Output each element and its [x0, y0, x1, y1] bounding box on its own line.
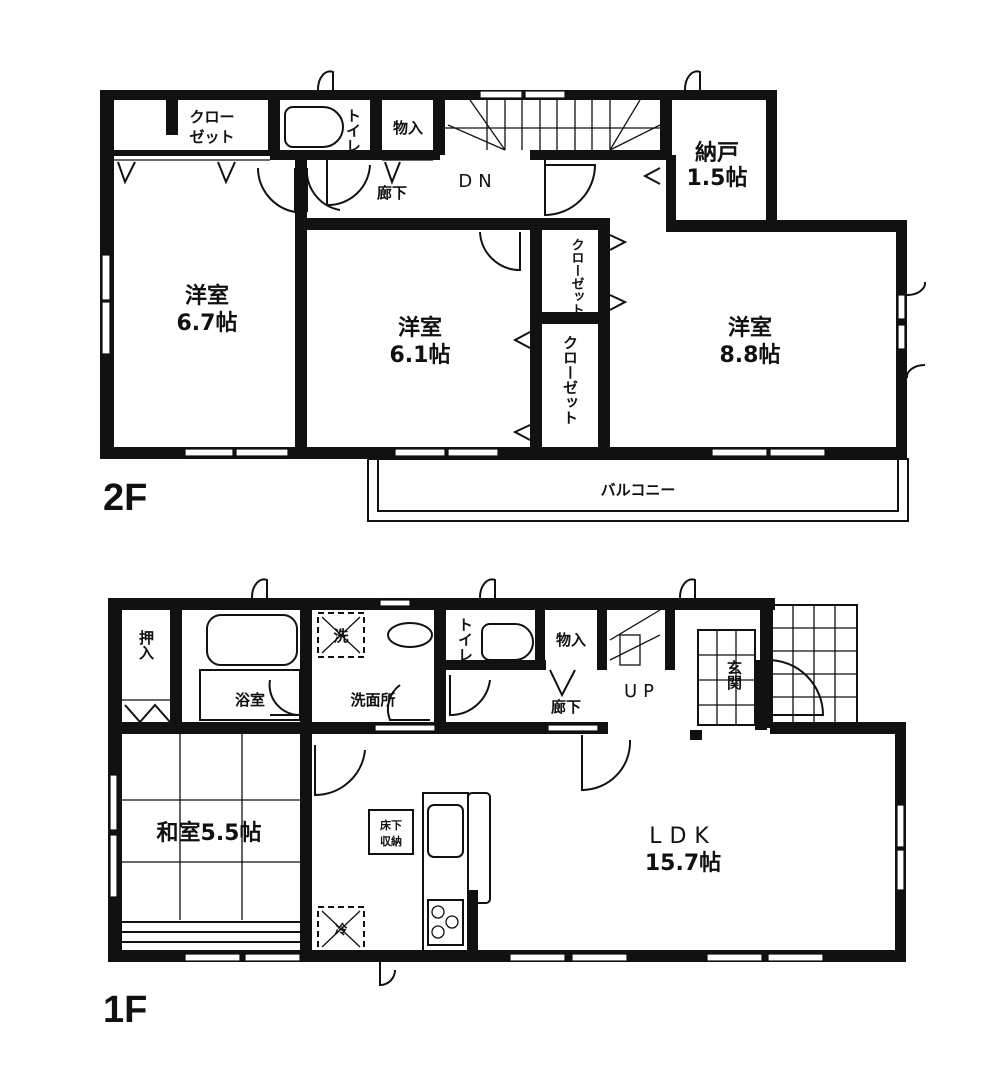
- ldk-size: 15.7帖: [645, 851, 721, 876]
- storage-room-size: 1.5帖: [687, 166, 748, 191]
- second-floor-plan: [100, 70, 927, 522]
- floor-label-2f: 2F: [103, 477, 147, 519]
- closet-long-label: クローゼット: [561, 335, 579, 425]
- japanese-room-label: 和室5.5帖: [157, 820, 262, 846]
- japanese-room-size: 5.5帖: [201, 821, 262, 846]
- western-room-c-name: 洋室: [728, 315, 772, 341]
- western-room-a-name: 洋室: [185, 283, 229, 309]
- storage-2f-label: 物入: [393, 119, 423, 137]
- toilet-1f-label: トイレ: [456, 617, 474, 662]
- closet-small-label: クローゼット: [569, 238, 585, 316]
- ldk-name: LDK: [649, 824, 717, 849]
- storage-room-name: 納戸: [695, 140, 739, 166]
- closet-2f-top-label-2: ゼット: [189, 128, 234, 146]
- entrance-label: 玄関: [725, 659, 743, 691]
- hallway-2f-label: 廊下: [377, 184, 407, 202]
- balcony-label: バルコニー: [601, 481, 676, 499]
- washroom-label: 洗面所: [350, 691, 395, 709]
- western-room-a-size: 6.7帖: [177, 311, 238, 336]
- stairs-down-label: DN: [458, 171, 497, 192]
- hallway-1f-label: 廊下: [551, 698, 581, 716]
- underfloor-storage-label-2: 収納: [380, 834, 402, 848]
- bathroom-label: 浴室: [235, 691, 265, 709]
- entrance-tile-grid: [697, 604, 858, 726]
- japanese-room-name: 和室: [157, 820, 201, 846]
- staircase-2f: [445, 99, 661, 151]
- western-room-c-size: 8.8帖: [720, 343, 781, 368]
- floor-label-1f: 1F: [103, 989, 147, 1031]
- oshiire-label: 押入: [137, 629, 155, 660]
- stairs-up-label: UP: [624, 681, 660, 702]
- toilet-2f-label: トイレ: [344, 108, 362, 153]
- first-floor-plan: [108, 578, 906, 987]
- closet-2f-top-label-1: クロー: [189, 108, 234, 126]
- tatami-grid: [122, 734, 300, 943]
- underfloor-storage-label-1: 床下: [380, 818, 402, 832]
- storage-1f-label: 物入: [556, 631, 586, 649]
- fridge-mark: 冷: [334, 922, 347, 938]
- western-room-b-name: 洋室: [398, 315, 442, 341]
- washer-mark: 洗: [333, 627, 348, 645]
- western-room-b-size: 6.1帖: [390, 343, 451, 368]
